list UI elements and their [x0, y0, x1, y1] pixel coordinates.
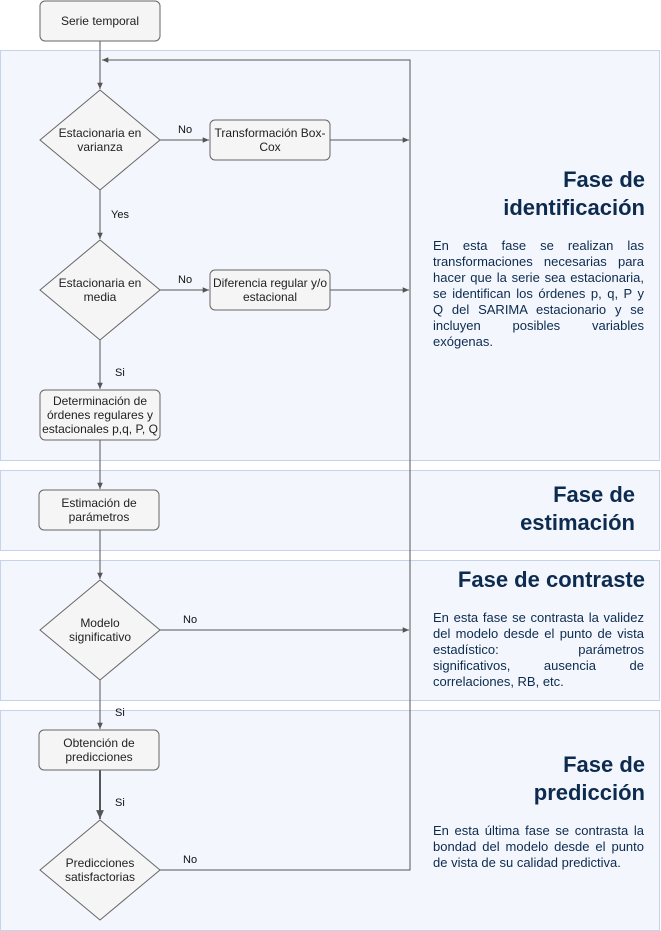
node-orders-shape	[39, 389, 161, 441]
node-diff: Diferencia regular y/o estacional	[212, 276, 328, 304]
node-satisfactory-shape	[39, 819, 161, 921]
node-mean-check: Estacionaria en media	[58, 276, 142, 304]
phase-identification-description: En esta fase se realizan las transformac…	[433, 238, 644, 349]
phase-prediction-description: En esta última fase se contrasta la bond…	[433, 823, 644, 870]
edge-label-pred-yes: Si	[115, 797, 125, 809]
phase-identification-title: Fase de identificación	[503, 167, 645, 220]
phase-contrast-title: Fase de contraste	[457, 567, 645, 592]
node-mean-check-shape	[39, 239, 161, 341]
edge-feedback-loop	[102, 57, 411, 871]
phase-contrast-description: En esta fase se contrasta la validez del…	[433, 610, 644, 689]
node-var-check: Estacionaria en varianza	[58, 126, 142, 154]
node-significant-shape	[39, 579, 161, 681]
node-start: Serie temporal	[60, 14, 140, 28]
node-diff-shape	[209, 269, 331, 311]
node-start-shape	[39, 0, 161, 42]
node-orders: Determinación de órdenes regulares y est…	[42, 394, 158, 436]
edge-label-mean-yes: Si	[115, 367, 125, 379]
node-predictions-shape	[38, 729, 160, 771]
node-significant: Modelo significativo	[68, 616, 132, 644]
node-var-check-shape	[39, 89, 161, 191]
edge-label-sat-no: No	[183, 854, 198, 866]
edge-label-var-yes: Yes	[111, 209, 129, 221]
edge-label-sig-yes: Si	[115, 707, 125, 719]
phase-estimation-title: Fase de estimación	[520, 482, 635, 535]
edge-label-mean-no: No	[178, 274, 193, 286]
node-estimation: Estimación de parámetros	[61, 496, 137, 524]
node-predictions: Obtención de predicciones	[63, 736, 135, 764]
node-satisfactory: Predicciones satisfactorias	[64, 856, 136, 884]
node-estimation-shape	[38, 489, 160, 531]
node-boxcox: Transformación Box-Cox	[214, 126, 326, 154]
node-boxcox-shape	[209, 119, 331, 161]
edge-label-sig-no: No	[183, 614, 198, 626]
phase-prediction-title: Fase de predicción	[533, 752, 645, 805]
edge-label-var-no: No	[178, 124, 193, 136]
